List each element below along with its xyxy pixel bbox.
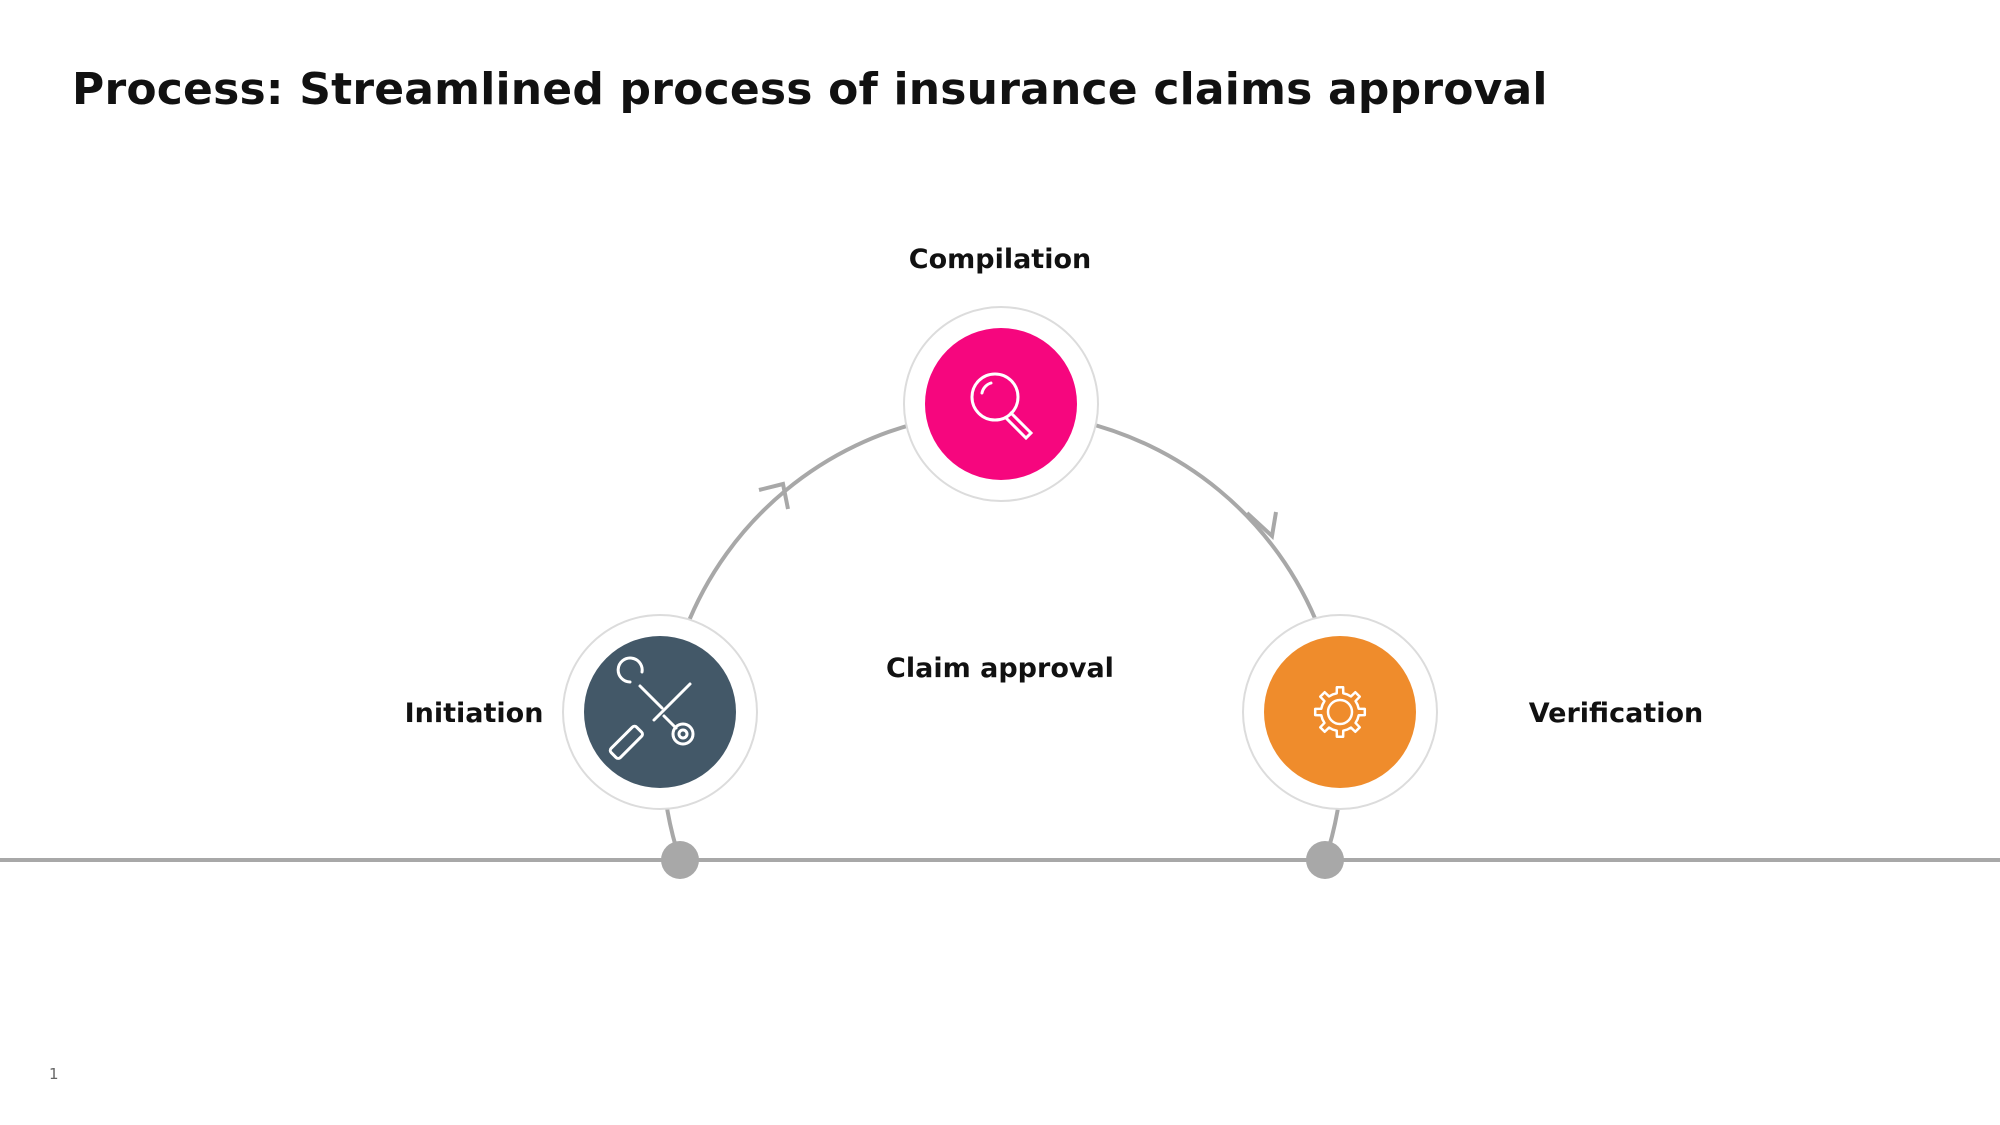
arc-arrow-up: [758, 481, 790, 510]
step-label-initiation: Initiation: [405, 698, 544, 729]
center-label: Claim approval: [886, 653, 1114, 684]
step-node-compilation: [903, 306, 1099, 502]
node-fill: [1264, 636, 1416, 788]
arc-arrow-down: [1245, 511, 1278, 540]
timeline-marker-right: [1306, 841, 1344, 879]
tools-icon: [608, 656, 695, 760]
step-node-verification: [1242, 614, 1438, 810]
magnifier-icon: [970, 372, 1034, 441]
step-label-compilation: Compilation: [909, 244, 1092, 275]
step-label-verification: Verification: [1529, 698, 1703, 729]
slide-title: Process: Streamlined process of insuranc…: [72, 64, 1548, 115]
node-fill: [925, 328, 1077, 480]
page-number: 1: [49, 1065, 59, 1083]
gear-icon: [1313, 685, 1367, 739]
timeline-marker-left: [661, 841, 699, 879]
step-node-initiation: [562, 614, 758, 810]
